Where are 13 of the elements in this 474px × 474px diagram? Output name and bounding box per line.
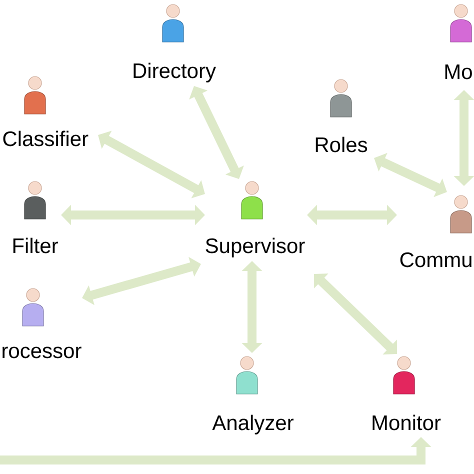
agent-label: Classifier [3, 130, 88, 146]
double-arrow [314, 274, 397, 354]
agent-label: Directory [134, 62, 216, 82]
agent-label: Filter [13, 238, 58, 254]
agent-label: Commu [400, 252, 472, 268]
agent-label: Analyzer [212, 414, 294, 434]
agent-label: rocessor [2, 346, 82, 358]
double-arrow [189, 86, 244, 179]
double-arrow [82, 256, 201, 306]
agent-label: Mo [445, 64, 472, 80]
agent-label: Roles [316, 136, 368, 152]
agent-label: Monitor [372, 414, 441, 430]
agent-label: Supervisor [206, 238, 305, 258]
